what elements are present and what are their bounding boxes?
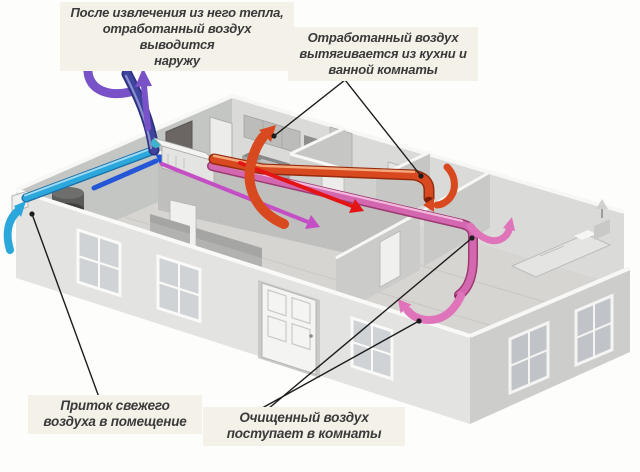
- entry-door: [258, 280, 320, 378]
- label-line: Очищенный воздух: [239, 410, 369, 425]
- right-facade: [469, 266, 631, 424]
- fresh-air-duct: [21, 146, 157, 203]
- label-line: поступает в комнаты: [226, 426, 382, 442]
- supply-flow-arrow: [160, 162, 320, 229]
- window: [156, 253, 202, 324]
- supply-room-arrow-2: [398, 292, 465, 324]
- callout-fresh-intake: [31, 213, 101, 401]
- label-line: Приток свежего: [60, 398, 170, 413]
- fresh-air-intake: [3, 190, 29, 254]
- window: [350, 315, 394, 381]
- label-extract-rooms: Отработанный воздух вытягивается из кухн…: [288, 27, 478, 81]
- label-line: Отработанный воздух: [307, 30, 459, 45]
- label-clean-supply: Очищенный воздух поступает в комнаты: [203, 407, 405, 446]
- bed: [510, 233, 612, 278]
- callout-clean-supply-b: [261, 237, 473, 415]
- heat-recovery-unit: [151, 137, 215, 184]
- bedroom-furniture: [488, 199, 612, 278]
- exhaust-up-arrow: [135, 68, 152, 131]
- label-fresh-intake: Приток свежего воздуха в помещение: [28, 395, 202, 434]
- extract-flow-arrow: [238, 161, 364, 213]
- front-room-door: [379, 230, 401, 288]
- front-facade: [15, 188, 471, 424]
- window: [508, 320, 550, 396]
- label-line: наружу: [154, 52, 200, 68]
- nightstand: [594, 219, 610, 240]
- window: [574, 293, 614, 368]
- label-line: отработанный воздух выводится: [102, 20, 252, 52]
- hallway-wall: [158, 152, 420, 270]
- bathroom-extract-arrow: [423, 163, 458, 212]
- supply-room-arrow-1: [466, 217, 515, 245]
- label-exhaust-outside: После извлечения из него тепла, отработа…: [60, 2, 294, 72]
- fresh-intake-arrow: [3, 206, 23, 254]
- window: [76, 227, 122, 298]
- label-line: ванной комнаты: [328, 61, 438, 77]
- pillow: [574, 230, 596, 240]
- kitchen-extract-arrow: [244, 125, 289, 229]
- lamp: [596, 199, 608, 209]
- label-line: вытягивается из кухни и: [299, 45, 467, 61]
- label-line: После извлечения из него тепла,: [70, 5, 284, 20]
- doorknob: [309, 334, 313, 338]
- label-line: воздуха в помещение: [43, 414, 187, 430]
- fresh-intake-arrowhead: [14, 201, 26, 217]
